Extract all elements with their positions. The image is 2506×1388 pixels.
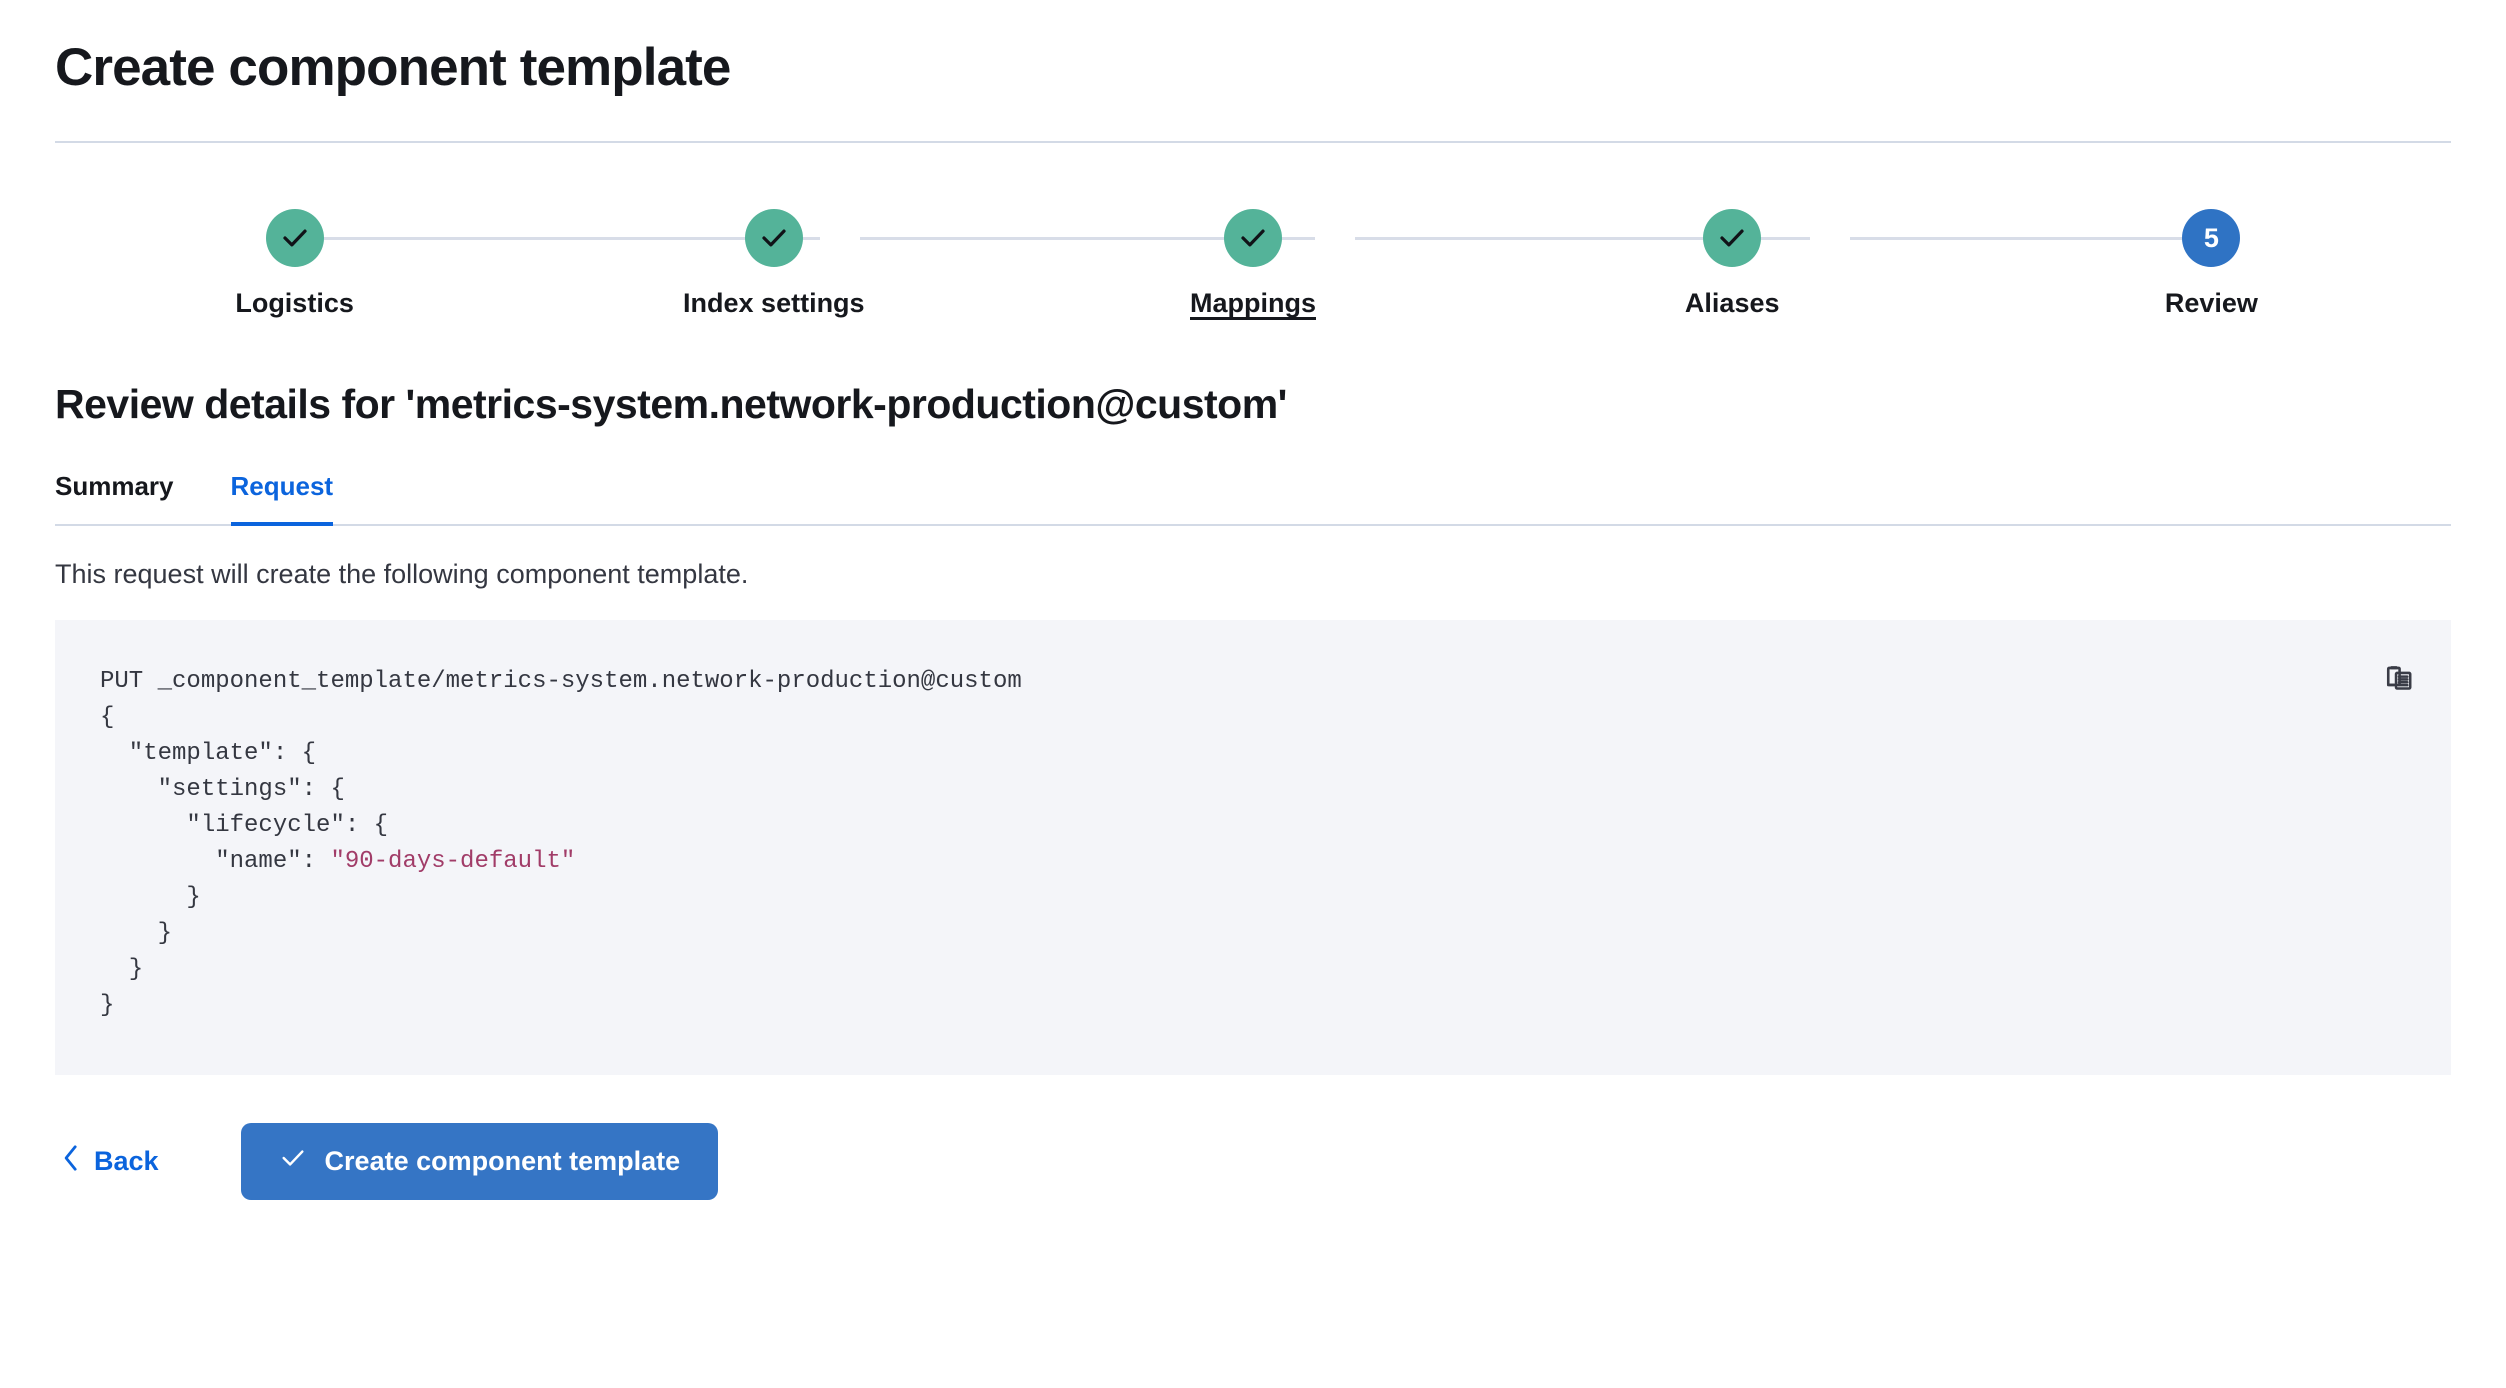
code-line-name-key: "name":: [100, 848, 331, 876]
check-icon: [1717, 223, 1747, 253]
step-index-settings[interactable]: Index settings: [534, 209, 1013, 319]
review-tabs: Summary Request: [55, 471, 2451, 527]
request-code-block: PUT _component_template/metrics-system.n…: [55, 620, 2451, 1076]
back-button[interactable]: Back: [55, 1134, 165, 1189]
step-logistics[interactable]: Logistics: [55, 209, 534, 319]
code-line-settings: "settings": {: [100, 776, 345, 804]
title-divider: [55, 141, 2451, 144]
code-line-name-value: "90-days-default": [330, 848, 576, 876]
code-line-lifecycle: "lifecycle": {: [100, 812, 389, 840]
step-mappings-label[interactable]: Mappings: [1190, 288, 1316, 319]
wizard-footer: Back Create component template: [55, 1075, 2451, 1201]
step-aliases-label: Aliases: [1684, 288, 1780, 319]
step-mappings-circle[interactable]: [1224, 209, 1282, 268]
code-line-close-4: }: [100, 992, 115, 1020]
step-index-settings-circle[interactable]: [744, 209, 803, 268]
request-description: This request will create the following c…: [55, 559, 749, 590]
step-review[interactable]: 5 Review: [1972, 209, 2451, 319]
step-mappings[interactable]: Mappings: [1013, 209, 1492, 319]
create-component-template-button-label: Create component template: [324, 1146, 681, 1177]
back-button-label: Back: [94, 1146, 159, 1177]
stepper-track: Logistics Index settings Mappings: [55, 209, 2451, 319]
copy-icon[interactable]: [2373, 652, 2429, 708]
page-title: Create component template: [55, 38, 731, 97]
step-connector-3: [1355, 237, 1810, 241]
code-line-open-brace: {: [100, 704, 115, 732]
create-component-template-button[interactable]: Create component template: [240, 1123, 719, 1201]
code-line-close-3: }: [100, 956, 144, 984]
step-review-number: 5: [2203, 222, 2219, 253]
wizard-stepper: Logistics Index settings Mappings: [55, 209, 2451, 339]
review-heading: Review details for 'metrics-system.netwo…: [55, 381, 1287, 428]
chevron-left-icon: [61, 1144, 81, 1179]
code-line-close-1: }: [100, 884, 201, 912]
step-review-circle[interactable]: 5: [2182, 209, 2241, 268]
code-line-put: PUT _component_template/metrics-system.n…: [100, 668, 1022, 696]
check-icon: [280, 223, 310, 253]
step-review-label: Review: [2164, 288, 2258, 319]
step-index-settings-label: Index settings: [683, 288, 865, 319]
check-icon: [759, 223, 789, 253]
check-icon: [1238, 223, 1268, 253]
check-icon: [279, 1144, 307, 1179]
code-line-close-2: }: [100, 920, 173, 948]
request-code-text: PUT _component_template/metrics-system.n…: [100, 664, 2451, 1024]
step-connector-4: [1850, 237, 2210, 241]
step-aliases[interactable]: Aliases: [1493, 209, 1972, 319]
step-aliases-circle[interactable]: [1703, 209, 1762, 268]
code-line-template: "template": {: [100, 740, 317, 768]
step-logistics-circle[interactable]: [265, 209, 324, 268]
step-logistics-label: Logistics: [235, 288, 354, 319]
tab-request[interactable]: Request: [230, 471, 333, 527]
step-connector-1: [280, 237, 820, 241]
step-connector-2: [860, 237, 1315, 241]
tab-summary[interactable]: Summary: [55, 471, 174, 524]
